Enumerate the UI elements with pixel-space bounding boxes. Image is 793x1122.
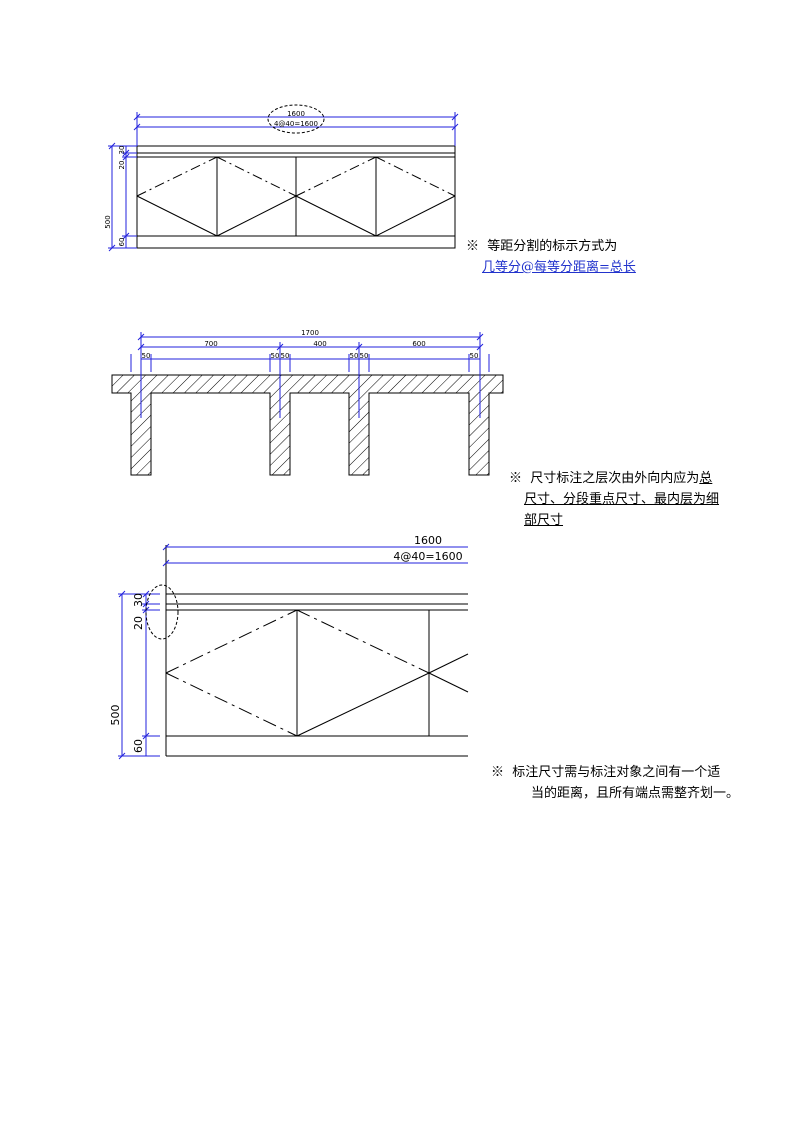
note1-link[interactable]: 几等分@每等分距离=总长	[482, 260, 636, 275]
note3-line2: 当的距离，且所有端点需整齐划一。	[531, 786, 740, 801]
note2-underline-2: 尺寸、分段重点尺寸、最内层为细	[524, 492, 720, 507]
dim-50-b: 50	[271, 352, 280, 360]
diamond-solid-1	[136, 157, 456, 237]
top-dimensions-3	[162, 543, 468, 567]
note3-mark: ※	[491, 765, 505, 780]
diamond3-solid	[296, 653, 469, 737]
note2-mark: ※	[509, 471, 523, 486]
diamond-pattern-1	[136, 156, 456, 197]
diamond3-dashed	[165, 609, 430, 737]
dim-500: 500	[104, 215, 112, 228]
dim-400: 400	[313, 340, 326, 348]
dim-50-a: 50	[142, 352, 151, 360]
dim3-30: 30	[132, 593, 145, 607]
dim3-60: 60	[132, 739, 145, 753]
highlight-ellipse	[267, 104, 325, 134]
figure-2-section: 1700 700 400 600 50 50 50 50 50 50	[111, 329, 504, 476]
dim3-split: 4@40=1600	[393, 550, 462, 563]
left-dimensions-3	[118, 590, 160, 760]
figure-3-beam-detail: 1600 4@40=1600 500 30 20 60	[109, 534, 469, 760]
dim-50-d: 50	[350, 352, 359, 360]
dim-split: 4@40=1600	[274, 120, 318, 128]
figure-1-beam: 1600 4@40=1600 500 30 20 60	[104, 104, 459, 252]
dim3-total: 1600	[414, 534, 442, 547]
dim-1700: 1700	[301, 329, 319, 337]
dim-total: 1600	[287, 110, 305, 118]
dim-20: 20	[118, 161, 126, 170]
note-2: ※ 尺寸标注之层次由外向内应为总 尺寸、分段重点尺寸、最内层为细 部尺寸	[509, 468, 749, 531]
note1-text: 等距分割的标示方式为	[487, 239, 618, 254]
left-dimensions-1	[108, 142, 137, 252]
note-1: ※ 等距分割的标示方式为 几等分@每等分距离=总长	[466, 236, 766, 278]
beam-outline	[136, 145, 456, 249]
note-3: ※ 标注尺寸需与标注对象之间有一个适 当的距离，且所有端点需整齐划一。	[491, 762, 761, 804]
dim3-500: 500	[109, 705, 122, 726]
dim-700: 700	[204, 340, 217, 348]
dim-50-f: 50	[470, 352, 479, 360]
highlight-ellipse-3	[145, 584, 179, 640]
dim-600: 600	[412, 340, 425, 348]
dim-60: 60	[118, 238, 126, 247]
dim3-20: 20	[132, 616, 145, 630]
note2-underline-1: 总	[699, 471, 713, 486]
dim-30: 30	[118, 146, 126, 155]
note3-line1: 标注尺寸需与标注对象之间有一个适	[512, 765, 721, 780]
note2-underline-3: 部尺寸	[524, 513, 564, 528]
note1-mark: ※	[466, 239, 480, 254]
dim-50-c: 50	[281, 352, 290, 360]
dim-50-e: 50	[360, 352, 369, 360]
top-dimensions-1	[133, 112, 459, 146]
hatched-section	[111, 374, 504, 476]
note2-text: 尺寸标注之层次由外向内应为	[530, 471, 700, 486]
dimensions-2	[130, 332, 490, 418]
